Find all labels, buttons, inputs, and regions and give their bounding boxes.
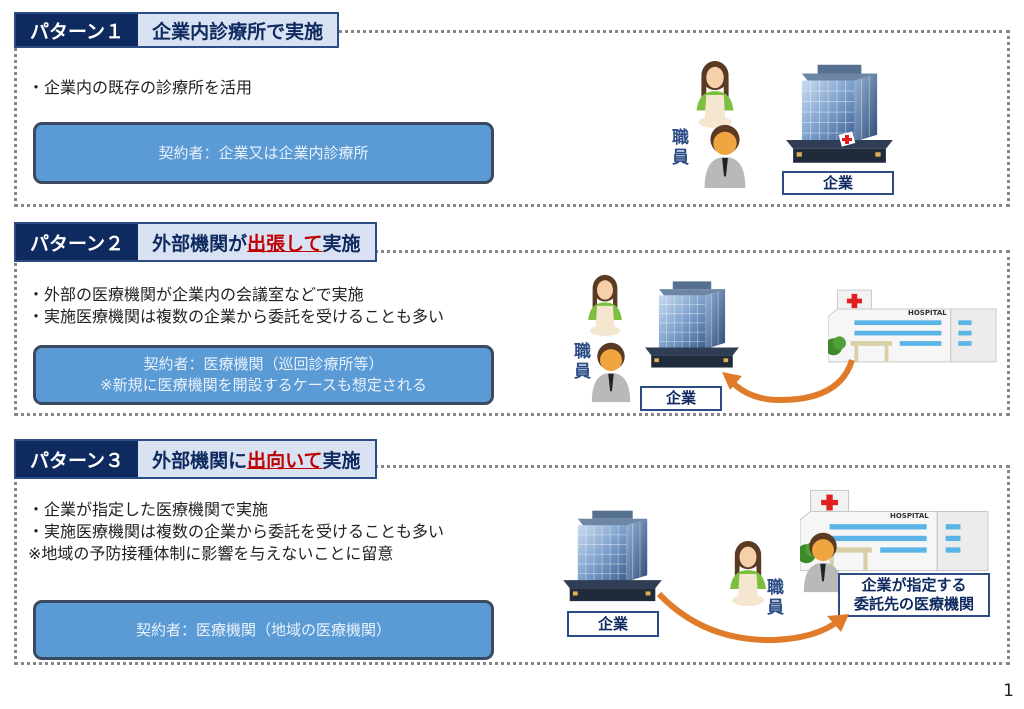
contractor-line: 契約者：企業又は企業内診療所 [158,143,369,162]
arrow-hospital-to-company-icon [722,359,855,404]
bullet-note: ※地域の予防接種体制に影響を与えないことに留意 [28,544,394,563]
pattern-3-number: パターン３ [16,441,139,477]
man-staff-icon [700,122,750,190]
pattern-3-contractor-box: 契約者：医療機関（地域の医療機関） [33,600,494,660]
pattern-2-staff-label: 職員 [574,342,591,382]
pattern-1-header: パターン１ 企業内診療所で実施 [14,12,340,48]
contractor-line: 契約者：医療機関（巡回診療所等） [143,355,384,373]
pattern-3-designated-hospital-label: 企業が指定する 委託先の医療機関 [838,573,990,617]
hospital-icon [828,286,998,366]
pattern-2-bullets: ・外部の医療機関が企業内の会議室などで実施 ・実施医療機関は複数の企業から委託を… [28,284,444,328]
pattern-1-title: 企業内診療所で実施 [152,20,324,43]
pattern-1-company-label: 企業 [782,171,894,195]
pattern-2-contractor-box: 契約者：医療機関（巡回診療所等） ※新規に医療機関を開設するケースも想定される [33,345,494,405]
pattern-1-number: パターン１ [16,14,139,46]
pattern-2-section [14,250,1010,416]
pattern-1-bullets: ・企業内の既存の診療所を活用 [28,77,252,99]
pattern-1-section [14,30,1010,207]
pattern-1-staff-label: 職員 [672,128,689,168]
pattern-3-header: パターン３ 外部機関に出向いて実施 [14,439,377,479]
pattern-2-hospital-sign: HOSPITAL [908,309,947,317]
woman-staff-icon [690,60,740,128]
man-staff-icon [588,340,634,404]
bullet-item: ・外部の医療機関が企業内の会議室などで実施 [28,285,364,304]
pattern-3-bullets: ・企業が指定した医療機関で実施 ・実施医療機関は複数の企業から委託を受けることも… [28,499,444,565]
arrow-company-to-hospital-icon [656,591,849,644]
pattern-3-title-emphasis: 出向いて [247,449,323,472]
contractor-line: 契約者：医療機関（地域の医療機関） [135,620,391,639]
pattern-1-contractor-box: 契約者：企業又は企業内診療所 [33,122,494,184]
pattern-3-hospital-sign: HOSPITAL [890,512,929,520]
bullet-item: ・実施医療機関は複数の企業から委託を受けることも多い [28,307,445,326]
woman-staff-icon [582,274,628,336]
pattern-2-title-emphasis: 出張して [247,232,323,255]
pattern-2-title: 外部機関が出張して実施 [138,224,374,260]
contractor-note: ※新規に医療機関を開設するケースも想定される [100,376,427,394]
pattern-2-header: パターン２ 外部機関が出張して実施 [14,222,377,262]
pattern-3-staff-label: 職員 [767,578,784,618]
pattern-2-company-label: 企業 [640,386,722,411]
office-building-icon [560,505,665,610]
page-number: 1 [1003,681,1014,701]
bullet-item: ・企業が指定した医療機関で実施 [28,500,269,519]
bullet-item: ・実施医療機関は複数の企業から委託を受けることも多い [28,522,445,541]
pattern-3-title: 外部機関に出向いて実施 [138,441,374,477]
bullet-item: ・企業内の既存の診療所を活用 [28,78,253,97]
office-building-with-clinic-icon [772,63,907,168]
pattern-2-number: パターン２ [16,224,139,260]
pattern-3-section [14,465,1010,665]
pattern-3-company-label: 企業 [567,611,659,637]
